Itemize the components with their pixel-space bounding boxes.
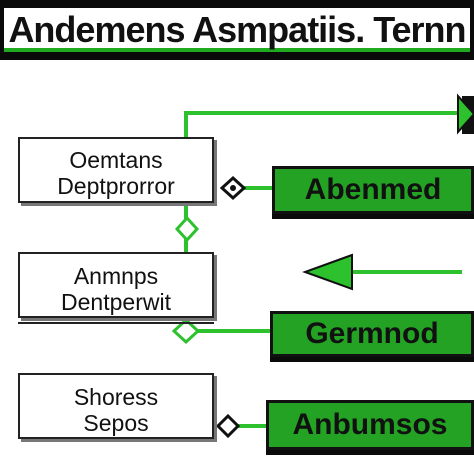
left-box-1: Oemtans Deptprorror [18, 137, 214, 203]
right-box-2: Germnod [270, 311, 474, 357]
left-box-3-line2: Sepos [83, 410, 149, 436]
diamond-node-3 [171, 317, 201, 345]
arrow-middle-head [302, 253, 353, 291]
left-box-3-line1: Shoress [73, 384, 159, 410]
left-box-1-line1: Oemtans [69, 147, 163, 173]
right-box-1: Abenmed [272, 166, 474, 214]
left-box-3: Shoress Sepos [18, 373, 214, 439]
title-panel: Andemens Asmpatiis. Ternn [4, 8, 470, 52]
diamond-node-2 [174, 215, 200, 243]
arrow-top-path [184, 111, 464, 139]
right-box-1-label: Abenmed [304, 173, 442, 206]
right-box-3: Anbumsos [266, 400, 474, 450]
diamond-node-1-dot [230, 185, 236, 191]
right-box-3-label: Anbumsos [292, 408, 448, 441]
arrow-top-head [457, 93, 474, 135]
left-box-2-line2: Dentperwit [61, 289, 171, 315]
left-box-2-line1: Anmnps [73, 263, 159, 289]
diamond-node-4 [215, 413, 241, 439]
left-box-2: Anmnps Dentperwit [18, 252, 214, 318]
title-bar: Andemens Asmpatiis. Ternn [0, 0, 474, 60]
left-box-1-line2: Deptprorror [57, 173, 175, 199]
diagram-title: Andemens Asmpatiis. Ternn [8, 9, 466, 50]
right-box-2-label: Germnod [305, 317, 439, 350]
